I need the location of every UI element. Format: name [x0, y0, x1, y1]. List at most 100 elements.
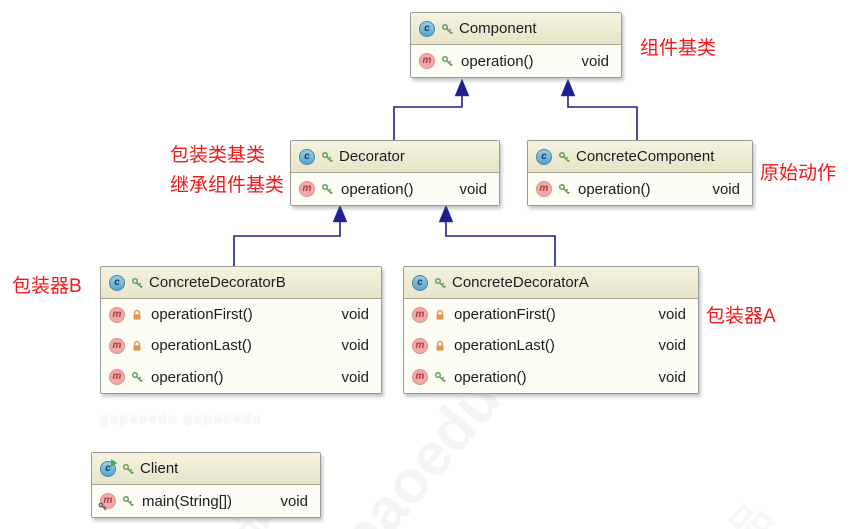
- annotation-wrapper-b: 包装器B: [12, 276, 82, 297]
- method-icon-letter: m: [539, 183, 549, 194]
- method-row[interactable]: m operation() void: [528, 173, 752, 205]
- public-key-icon: [122, 463, 134, 475]
- class-header[interactable]: c Decorator: [291, 141, 499, 173]
- method-icon: m: [299, 181, 315, 197]
- method-icon: m: [109, 306, 125, 323]
- method-return-type: void: [341, 337, 369, 355]
- inheritance-arrowhead: [438, 204, 454, 223]
- method-name: operationFirst(): [151, 306, 253, 324]
- method-row[interactable]: m operation() void: [101, 361, 381, 393]
- class-icon-letter: c: [541, 150, 547, 162]
- class-icon-letter: c: [417, 276, 423, 288]
- public-key-icon: [441, 55, 453, 67]
- method-name: main(String[]): [142, 492, 233, 510]
- method-return-type: void: [459, 180, 487, 198]
- method-icon-letter: m: [302, 183, 312, 194]
- method-icon-letter: m: [103, 495, 113, 506]
- public-key-icon: [321, 183, 333, 195]
- method-name: operationLast(): [454, 337, 555, 355]
- method-icon: m: [412, 369, 428, 386]
- class-box-concrete-decorator-b[interactable]: c ConcreteDecoratorB m operationFirst() …: [100, 266, 382, 394]
- annotation-concrete-component: 原始动作: [760, 163, 837, 184]
- class-box-decorator[interactable]: c Decorator m operation() void: [290, 140, 500, 206]
- public-key-icon: [558, 151, 570, 163]
- class-header[interactable]: c ConcreteDecoratorB: [101, 267, 381, 299]
- method-row[interactable]: m main(String[]) void: [92, 485, 320, 517]
- class-name: ConcreteDecoratorB: [149, 274, 286, 291]
- method-row[interactable]: m operationFirst() void: [404, 299, 698, 331]
- method-row[interactable]: m operationFirst() void: [101, 299, 381, 331]
- inheritance-arrowhead: [560, 78, 576, 97]
- method-name: operation(): [578, 180, 651, 198]
- entry-point-key-icon: [98, 502, 107, 511]
- method-return-type: void: [658, 368, 686, 386]
- class-header[interactable]: c ConcreteComponent: [528, 141, 752, 173]
- method-list: m main(String[]) void: [92, 485, 320, 517]
- private-lock-icon: [131, 309, 143, 321]
- class-box-client[interactable]: c Client m main(String[]) void: [91, 452, 321, 518]
- class-name: Component: [459, 20, 537, 37]
- method-icon: m: [412, 306, 428, 323]
- method-row[interactable]: m operationLast() void: [404, 330, 698, 362]
- method-row[interactable]: m operation() void: [411, 45, 621, 77]
- inheritance-arrow-decoratora-to-decorator: [445, 222, 556, 266]
- method-icon-letter: m: [415, 308, 425, 320]
- class-icon-letter: c: [424, 22, 430, 34]
- method-name: operation(): [341, 180, 414, 198]
- public-key-icon: [434, 277, 446, 289]
- private-lock-icon: [131, 340, 143, 352]
- class-name: Decorator: [339, 148, 405, 165]
- private-lock-icon: [434, 340, 446, 352]
- method-return-type: void: [280, 492, 308, 510]
- inheritance-arrow-decoratorb-to-decorator: [233, 222, 341, 266]
- method-row[interactable]: m operation() void: [404, 361, 698, 393]
- private-lock-icon: [434, 309, 446, 321]
- annotation-decorator-line1: 包装类基类: [170, 145, 266, 166]
- method-return-type: void: [658, 337, 686, 355]
- method-name: operationLast(): [151, 337, 252, 355]
- method-icon-letter: m: [415, 339, 425, 351]
- method-icon-letter: m: [415, 371, 425, 383]
- annotation-decorator-line2: 继承组件基类: [170, 175, 285, 196]
- method-list: m operationFirst() void m operationLast(…: [101, 299, 381, 393]
- public-key-icon: [434, 371, 446, 383]
- class-icon: c: [412, 274, 428, 291]
- run-arrow-icon: [110, 459, 118, 467]
- inheritance-arrow-decorator-to-component: [393, 96, 463, 140]
- method-list: m operation() void: [411, 45, 621, 77]
- class-icon-letter: c: [304, 150, 310, 162]
- inheritance-arrowhead: [454, 78, 470, 97]
- class-box-concrete-component[interactable]: c ConcreteComponent m operation() void: [527, 140, 753, 206]
- public-key-icon: [122, 495, 134, 507]
- inheritance-arrow-concretecomponent-to-component: [567, 96, 638, 140]
- method-icon: m: [109, 337, 125, 354]
- class-name: Client: [140, 460, 179, 477]
- class-icon: c: [419, 20, 435, 37]
- method-row[interactable]: m operation() void: [291, 173, 499, 205]
- method-icon: m: [109, 369, 125, 386]
- method-name: operation(): [151, 368, 224, 386]
- method-return-type: void: [581, 52, 609, 70]
- method-icon: m: [536, 181, 552, 197]
- method-return-type: void: [712, 180, 740, 198]
- method-row[interactable]: m operationLast() void: [101, 330, 381, 362]
- method-icon-letter: m: [422, 55, 432, 66]
- method-return-type: void: [658, 306, 686, 324]
- class-header[interactable]: c Client: [92, 453, 320, 485]
- annotation-decorator: 包装类基类 继承组件基类: [170, 141, 284, 201]
- main-method-icon: m: [100, 493, 116, 509]
- method-icon: m: [412, 337, 428, 354]
- class-box-component[interactable]: c Component m operation() void: [410, 12, 622, 78]
- class-name: ConcreteDecoratorA: [452, 274, 589, 291]
- public-key-icon: [321, 151, 333, 163]
- method-icon-letter: m: [112, 371, 122, 383]
- runnable-class-icon: c: [100, 461, 116, 477]
- class-icon: c: [299, 148, 315, 165]
- class-box-concrete-decorator-a[interactable]: c ConcreteDecoratorA m operationFirst() …: [403, 266, 699, 394]
- class-header[interactable]: c Component: [411, 13, 621, 45]
- class-header[interactable]: c ConcreteDecoratorA: [404, 267, 698, 299]
- method-list: m operation() void: [291, 173, 499, 205]
- method-name: operation(): [454, 368, 527, 386]
- public-key-icon: [131, 371, 143, 383]
- method-return-type: void: [341, 368, 369, 386]
